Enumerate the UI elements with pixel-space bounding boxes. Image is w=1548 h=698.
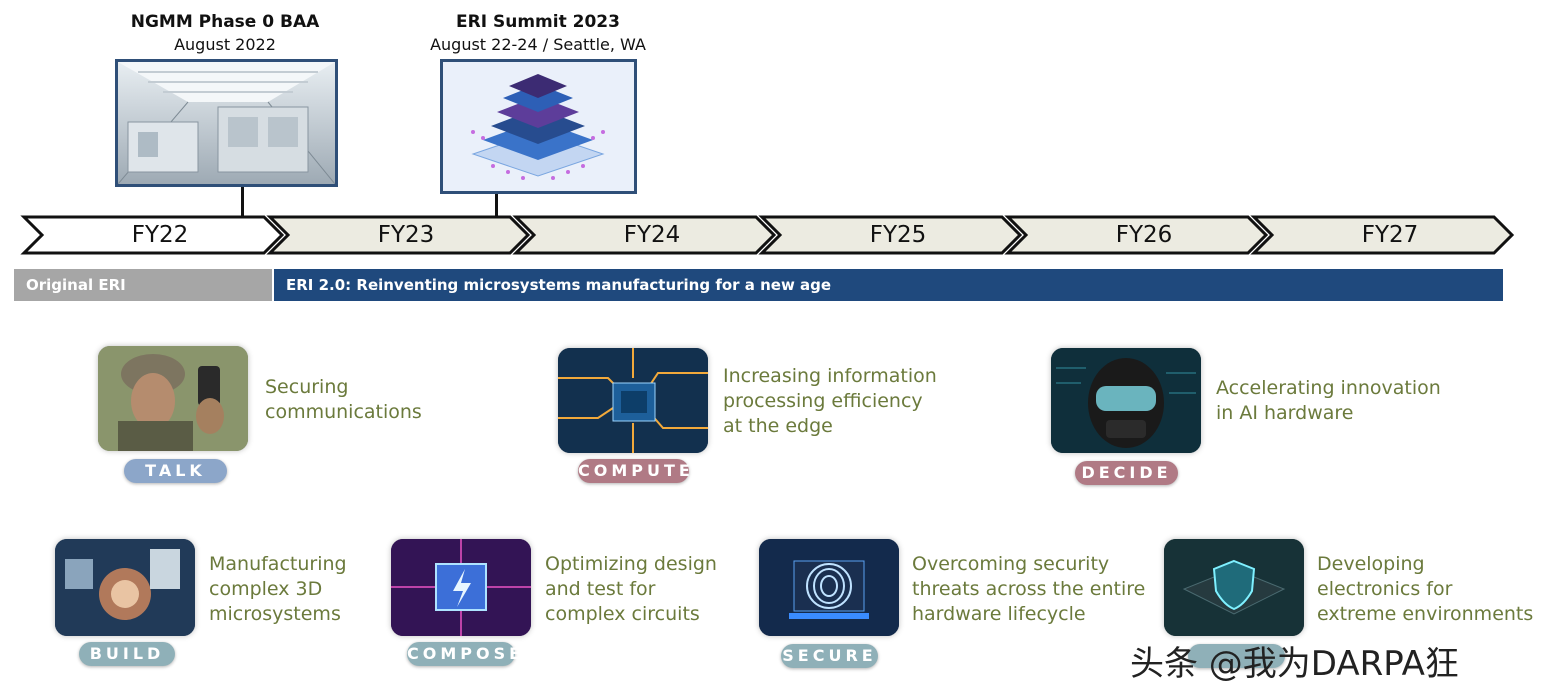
glowing-chip-image	[391, 539, 531, 636]
milestone-date-ngmm: August 2022	[174, 35, 276, 54]
watermark-text: 头条 @我为DARPA狂	[1130, 644, 1459, 684]
shield-chip-image	[1164, 539, 1304, 636]
era-eri-2: ERI 2.0: Reinventing microsystems manufa…	[274, 269, 1503, 301]
fingerprint-chip-image	[759, 539, 899, 636]
fab-cleanroom-image	[115, 59, 338, 187]
milestone-title-eri-summit: ERI Summit 2023	[456, 12, 620, 32]
thrust-tag-decide: DECIDE	[1075, 461, 1178, 485]
timeline-segment-fy27	[1250, 215, 1515, 255]
fiscal-year-timeline	[20, 215, 1515, 255]
ai-helmet-image	[1051, 348, 1201, 453]
soldier-radio-image	[98, 346, 248, 451]
thrust-tag-build: BUILD	[79, 642, 175, 666]
timeline-segment-fy26	[1004, 215, 1269, 255]
thrust-tag-extreme	[1188, 644, 1285, 668]
timeline-label-fy23: FY23	[377, 222, 435, 248]
milestone-stem-ngmm	[241, 187, 244, 217]
3d-microsystem-image	[55, 539, 195, 636]
timeline-label-fy25: FY25	[869, 222, 927, 248]
stacked-chip-image	[440, 59, 637, 194]
thrust-tag-talk: TALK	[124, 459, 227, 483]
timeline-label-fy26: FY26	[1115, 222, 1173, 248]
milestone-date-eri-summit: August 22-24 / Seattle, WA	[430, 35, 646, 54]
thrust-tag-compute: COMPUTE	[578, 459, 690, 483]
timeline-label-fy24: FY24	[623, 222, 681, 248]
timeline-segment-fy23	[266, 215, 531, 255]
milestone-title-ngmm: NGMM Phase 0 BAA	[130, 12, 320, 32]
circuit-chip-image	[558, 348, 708, 453]
timeline-label-fy22: FY22	[131, 222, 189, 248]
timeline-segment-fy22	[20, 215, 285, 255]
timeline-segment-fy25	[758, 215, 1023, 255]
thrust-tag-compose: COMPOSE	[407, 642, 520, 666]
thrust-tag-secure: SECURE	[781, 644, 878, 668]
milestone-stem-eri-summit	[495, 194, 498, 217]
timeline-segment-fy24	[512, 215, 777, 255]
era-original-eri: Original ERI	[14, 269, 272, 301]
timeline-label-fy27: FY27	[1361, 222, 1419, 248]
